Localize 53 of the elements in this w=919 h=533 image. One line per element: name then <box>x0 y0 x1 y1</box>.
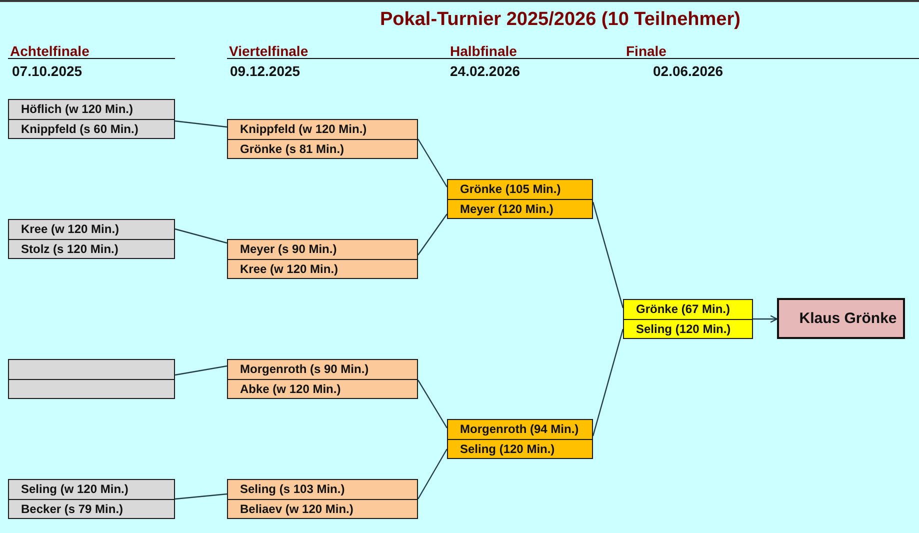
round-date: 24.02.2026 <box>450 63 520 79</box>
round-heading: Viertelfinale <box>229 43 308 59</box>
player-result: Seling (120 Min.) <box>624 318 752 338</box>
player-result: Stolz (s 120 Min.) <box>9 238 174 258</box>
connector-line <box>592 202 624 308</box>
round-heading: Achtelfinale <box>10 43 90 59</box>
connector-line <box>174 493 228 500</box>
player-result: Grönke (s 81 Min.) <box>228 138 417 158</box>
winner-name: Klaus Grönke <box>799 310 897 327</box>
round-heading: Finale <box>626 43 666 59</box>
match-box <box>447 179 593 219</box>
match-box <box>227 239 418 279</box>
player-result: Morgenroth (s 90 Min.) <box>239 361 370 378</box>
player-result: Kree (w 120 Min.) <box>20 221 120 238</box>
match-box <box>8 99 175 139</box>
player-result: Meyer (120 Min.) <box>448 198 592 218</box>
match-box <box>8 479 175 519</box>
connector-line <box>417 448 448 500</box>
round-date: 02.06.2026 <box>653 63 724 79</box>
match-box <box>447 419 593 459</box>
player-result: Knippfeld (w 120 Min.) <box>239 121 368 138</box>
player-result: Beliaev (w 120 Min.) <box>228 498 417 518</box>
player-result: Abke (w 120 Min.) <box>228 378 417 398</box>
arrow <box>753 315 778 323</box>
player-result: Knippfeld (s 60 Min.) <box>9 118 174 138</box>
round-heading: Halbfinale <box>450 43 517 59</box>
player-result: Seling (w 120 Min.) <box>20 481 130 498</box>
connector-line <box>174 228 228 244</box>
player-result: Seling (s 103 Min.) <box>239 481 346 498</box>
round-date: 09.12.2025 <box>230 63 300 79</box>
player-result: Becker (s 79 Min.) <box>9 498 174 518</box>
empty-match-box <box>8 359 175 399</box>
match-box <box>227 359 418 399</box>
player-result: Grönke (105 Min.) <box>459 181 562 198</box>
winner-box <box>777 298 905 339</box>
match-box <box>227 479 418 519</box>
round-date: 07.10.2025 <box>12 63 82 79</box>
match-box <box>8 219 175 259</box>
connector-line <box>417 138 448 188</box>
connector-line <box>418 214 448 256</box>
player-result: Höflich (w 120 Min.) <box>20 101 134 118</box>
title: Pokal-Turnier 2025/2026 (10 Teilnehmer) <box>380 9 740 31</box>
player-result: Meyer (s 90 Min.) <box>239 241 338 258</box>
connector-line <box>592 328 624 436</box>
connector-line <box>174 120 228 128</box>
match-box <box>227 119 418 159</box>
player-result: Kree (w 120 Min.) <box>228 258 417 278</box>
match-box <box>623 299 753 339</box>
player-result: Grönke (67 Min.) <box>635 301 732 318</box>
player-result: Morgenroth (94 Min.) <box>459 421 580 438</box>
connector-line <box>174 365 228 376</box>
player-result: Seling (120 Min.) <box>448 438 592 458</box>
connector-line <box>417 380 448 428</box>
